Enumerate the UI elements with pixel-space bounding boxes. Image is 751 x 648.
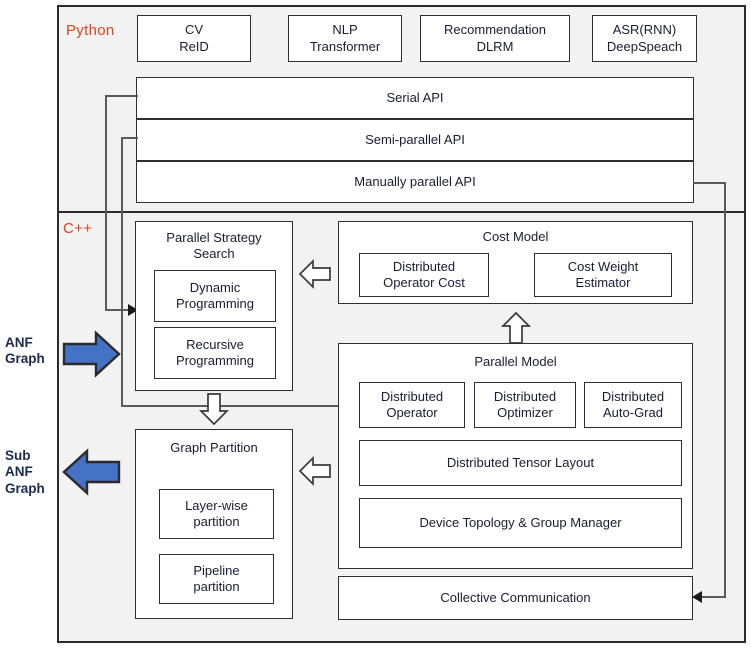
connector-serial-api-arrowhead <box>128 304 138 316</box>
box-device-topology-group-manager[interactable]: Device Topology & Group Manager <box>359 498 682 548</box>
connector-serial-api-h1 <box>105 95 138 97</box>
group-graph-partition[interactable]: Graph Partition Layer-wise partition Pip… <box>135 429 293 619</box>
hollow-arrow-left-cost-model-to-strategy <box>298 256 332 292</box>
box-collective-communication[interactable]: Collective Communication <box>338 576 693 620</box>
box-cost-weight-estimator[interactable]: Cost Weight Estimator <box>534 253 672 297</box>
connector-semi-parallel-h1 <box>121 137 138 139</box>
box-layer-wise-partition[interactable]: Layer-wise partition <box>159 489 274 539</box>
connector-manual-api-arrowhead <box>692 591 702 603</box>
connector-semi-parallel-h2 <box>121 405 350 407</box>
hollow-arrow-up-parallel-model-to-cost-model <box>498 311 534 345</box>
api-bar-serial[interactable]: Serial API <box>136 77 694 119</box>
box-distributed-operator[interactable]: Distributed Operator <box>359 382 465 428</box>
connector-manual-api-v <box>724 182 726 598</box>
python-cpp-divider <box>57 211 746 213</box>
group-title-parallel-model: Parallel Model <box>474 354 557 369</box>
app-box-asr-rnn-deepspeach[interactable]: ASR(RNN) DeepSpeach <box>592 15 697 62</box>
group-title-graph-partition: Graph Partition <box>170 440 258 455</box>
connector-manual-api-h2 <box>700 596 726 598</box>
box-dynamic-programming[interactable]: Dynamic Programming <box>154 270 276 322</box>
app-box-cv-reid[interactable]: CV ReID <box>137 15 251 62</box>
connector-serial-api-h2 <box>105 309 129 311</box>
api-bar-semi-parallel[interactable]: Semi-parallel API <box>136 119 694 161</box>
side-caption-anf-graph: ANF Graph <box>5 335 45 367</box>
hollow-arrow-down-strategy-to-partition <box>196 392 232 426</box>
group-parallel-strategy-search[interactable]: Parallel Strategy Search Dynamic Program… <box>135 221 293 391</box>
connector-manual-api-h1 <box>693 182 726 184</box>
side-caption-sub-anf-graph: Sub ANF Graph <box>5 448 45 496</box>
box-distributed-operator-cost[interactable]: Distributed Operator Cost <box>359 253 489 297</box>
box-distributed-tensor-layout[interactable]: Distributed Tensor Layout <box>359 440 682 486</box>
group-cost-model[interactable]: Cost Model Distributed Operator Cost Cos… <box>338 221 693 304</box>
box-recursive-programming[interactable]: Recursive Programming <box>154 327 276 379</box>
group-parallel-model[interactable]: Parallel Model Distributed Operator Dist… <box>338 343 693 569</box>
connector-semi-parallel-v <box>121 137 123 407</box>
app-box-nlp-transformer[interactable]: NLP Transformer <box>288 15 402 62</box>
app-box-recommendation-dlrm[interactable]: Recommendation DLRM <box>420 15 570 62</box>
box-pipeline-partition[interactable]: Pipeline partition <box>159 554 274 604</box>
api-bar-manually-parallel[interactable]: Manually parallel API <box>136 161 694 203</box>
connector-serial-api-v <box>105 95 107 311</box>
box-distributed-optimizer[interactable]: Distributed Optimizer <box>474 382 576 428</box>
blue-arrow-anf-graph-in <box>62 330 122 378</box>
layer-label-cpp: C++ <box>63 220 93 237</box>
layer-label-python: Python <box>66 22 115 39</box>
box-distributed-auto-grad[interactable]: Distributed Auto-Grad <box>584 382 682 428</box>
group-title-parallel-strategy-search: Parallel Strategy Search <box>166 230 262 262</box>
hollow-arrow-left-parallel-model-to-graph-partition <box>298 453 332 489</box>
group-title-cost-model: Cost Model <box>482 229 549 244</box>
blue-arrow-sub-anf-graph-out <box>62 448 122 496</box>
